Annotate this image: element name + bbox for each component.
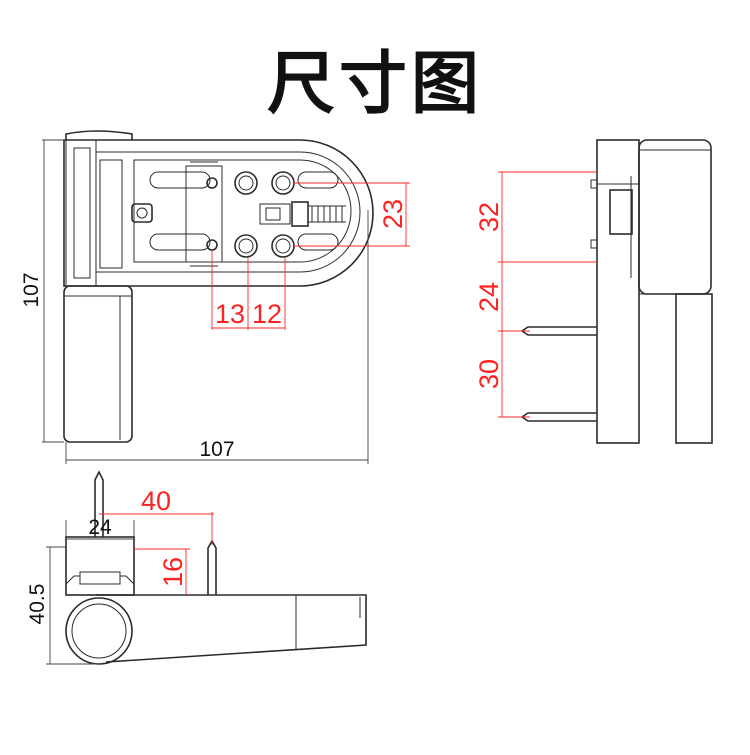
side-view <box>520 139 713 444</box>
side-lower-barrel <box>675 293 713 444</box>
dim-middle-spacing: 24 <box>474 282 504 312</box>
dim-front-width: 107 <box>199 438 234 461</box>
page-title: 尺寸图 <box>266 45 483 124</box>
side-frame-plate <box>596 139 640 444</box>
side-pin-lower <box>520 412 597 422</box>
side-dimensions: 32 24 30 <box>474 171 597 418</box>
front-view <box>63 130 374 443</box>
hole-lower-right <box>271 234 295 258</box>
dim-pin-spacing: 30 <box>474 359 504 389</box>
dim-depth: 40.5 <box>26 584 49 625</box>
front-body-outline <box>63 139 374 287</box>
top-pin-right <box>207 539 217 595</box>
front-dimensions: 107 107 23 13 12 <box>20 139 410 464</box>
top-pin-left <box>94 470 104 537</box>
dim-slot-height: 23 <box>378 199 408 229</box>
dim-body-width: 24 <box>88 516 112 539</box>
dim-hole-spacing-b: 12 <box>252 299 282 329</box>
dim-upper-spacing: 32 <box>474 202 504 232</box>
hole-lower-left <box>234 234 258 258</box>
top-barrel <box>65 597 133 665</box>
top-view <box>65 470 367 665</box>
dim-pin-offset: 40 <box>141 486 171 516</box>
hole-upper-right <box>271 171 295 195</box>
mounting-plate <box>133 159 352 263</box>
side-pin-upper <box>520 326 597 336</box>
top-dimensions: 40 24 16 40.5 <box>26 486 214 665</box>
dim-step-height: 16 <box>158 557 188 587</box>
hole-upper-left <box>234 171 258 195</box>
side-upper-barrel <box>638 139 712 295</box>
top-arm <box>96 594 367 663</box>
dim-front-height: 107 <box>20 272 43 307</box>
front-barrel <box>63 285 133 443</box>
dim-hole-spacing-a: 13 <box>215 299 245 329</box>
